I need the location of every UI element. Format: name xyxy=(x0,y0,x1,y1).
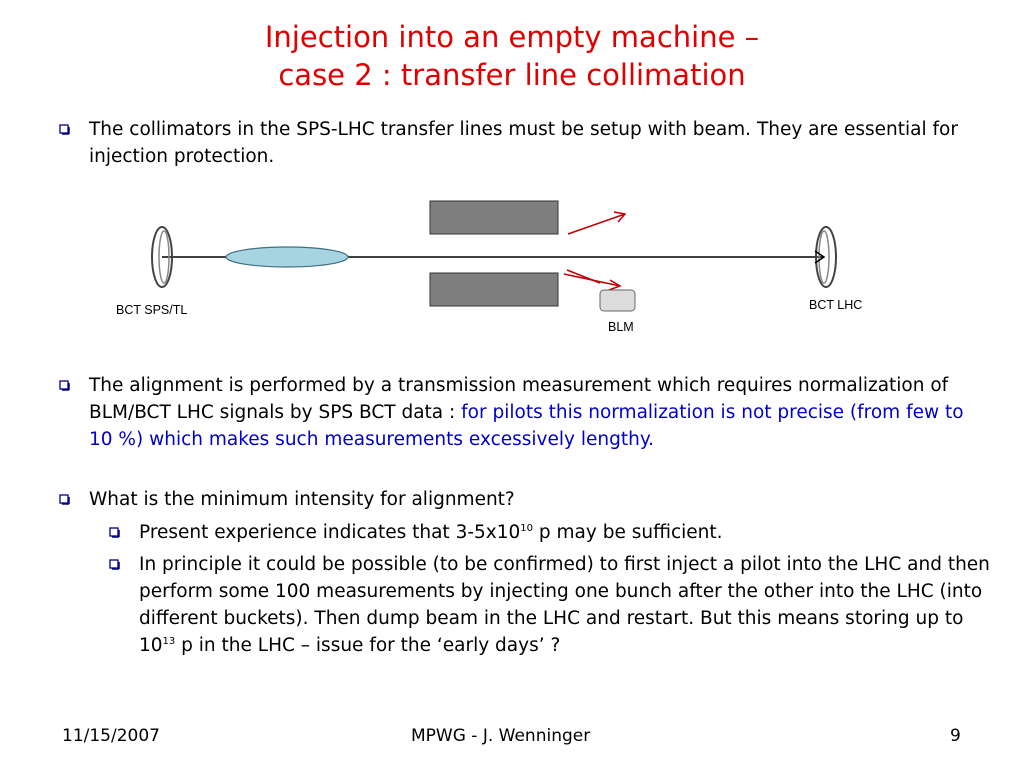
exponent: 10 xyxy=(520,522,534,534)
collimator-jaw-bottom xyxy=(429,272,559,307)
bullet-text: Present experience indicates that 3-5x10 xyxy=(139,522,521,543)
bullet-marker-icon xyxy=(109,559,120,570)
bullet-collimators: The collimators in the SPS-LHC transfer … xyxy=(59,116,969,170)
bullet-text-end: p in the LHC – issue for the ‘early days… xyxy=(175,635,561,656)
footer-date: 11/15/2007 xyxy=(62,726,160,746)
bullet-text-end: p may be sufficient. xyxy=(533,522,723,543)
bullet-minimum-intensity: What is the minimum intensity for alignm… xyxy=(59,486,969,513)
bullet-text: What is the minimum intensity for alignm… xyxy=(89,489,515,510)
label-bct-lhc: BCT LHC xyxy=(809,298,862,312)
bullet-marker-icon xyxy=(109,527,120,538)
bullet-marker-icon xyxy=(59,124,70,135)
loss-arrow-icon xyxy=(563,269,622,291)
title-line-1: Injection into an empty machine – xyxy=(264,20,760,54)
bct-lhc-icon xyxy=(815,226,837,288)
bullet-text: In principle it could be possible (to be… xyxy=(139,554,990,656)
scattered-arrow-icon xyxy=(567,211,627,235)
bullet-text-highlight: for pilots this normalization is not pre… xyxy=(89,402,964,450)
bullet-alignment: The alignment is performed by a transmis… xyxy=(59,372,969,453)
collimator-jaw-top xyxy=(429,200,559,235)
label-bct-sps: BCT SPS/TL xyxy=(116,303,187,317)
bullet-text: The collimators in the SPS-LHC transfer … xyxy=(89,119,958,167)
bullet-marker-icon xyxy=(59,380,70,391)
exponent: 13 xyxy=(162,635,176,647)
beam-bunch xyxy=(225,246,349,268)
blm-icon xyxy=(599,289,636,312)
footer-author: MPWG - J. Wenninger xyxy=(411,726,591,746)
sub-bullet-principle: In principle it could be possible (to be… xyxy=(109,551,999,659)
label-blm: BLM xyxy=(608,320,634,334)
footer-page-number: 9 xyxy=(950,726,961,746)
title-line-2: case 2 : transfer line collimation xyxy=(278,58,746,92)
bullet-text: The alignment is performed by a transmis… xyxy=(89,375,949,423)
slide-title: Injection into an empty machine – case 2… xyxy=(0,18,1024,94)
sub-bullet-experience: Present experience indicates that 3-5x10… xyxy=(109,519,999,546)
beam-arrow-icon xyxy=(814,250,826,264)
bullet-marker-icon xyxy=(59,494,70,505)
bct-sps-icon xyxy=(151,226,173,288)
